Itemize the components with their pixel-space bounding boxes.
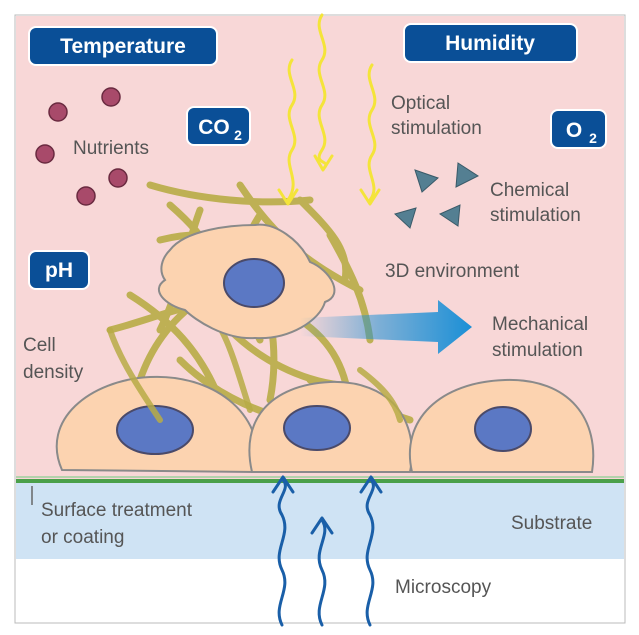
cell-bottom-middle — [248, 380, 413, 473]
label-chemical-line1: Chemical — [490, 180, 569, 201]
label-cell-density-line1: Cell — [23, 335, 56, 356]
badge-o2-subscript: 2 — [589, 130, 597, 146]
badge-temperature: Temperature — [28, 26, 218, 66]
mechanical-arrow — [300, 300, 472, 354]
label-optical-line2: stimulation — [391, 118, 482, 139]
microscopy-waves — [271, 475, 383, 627]
label-optical-line1: Optical — [391, 93, 450, 114]
badge-ph-label: pH — [45, 259, 73, 282]
nucleus — [223, 258, 285, 308]
nutrients-particles — [35, 87, 128, 206]
cell-bottom-right — [408, 378, 595, 473]
label-surface-line2: or coating — [41, 527, 124, 548]
nucleus — [474, 406, 532, 452]
badge-humidity-label: Humidity — [445, 32, 535, 55]
optical-waves — [277, 13, 381, 206]
label-mechanical-line1: Mechanical — [492, 314, 588, 335]
label-chemical-line2: stimulation — [490, 205, 581, 226]
badge-temperature-label: Temperature — [60, 35, 186, 58]
label-nutrients: Nutrients — [73, 138, 149, 159]
badge-co2-subscript: 2 — [234, 127, 242, 143]
label-3d-environment: 3D environment — [385, 261, 520, 282]
label-cell-density-line2: density — [23, 362, 84, 383]
badge-co2: CO 2 — [186, 106, 251, 146]
chemical-particles — [394, 162, 480, 229]
badge-o2-main: O — [566, 119, 582, 142]
label-microscopy: Microscopy — [395, 577, 492, 598]
badge-humidity: Humidity — [403, 23, 578, 63]
nucleus — [116, 405, 194, 455]
badge-co2-main: CO — [198, 116, 230, 139]
label-mechanical-line2: stimulation — [492, 340, 583, 361]
label-surface-line1: Surface treatment — [41, 500, 193, 521]
cell-bottom-left — [55, 375, 260, 474]
nucleus — [283, 405, 351, 451]
badge-ph: pH — [28, 250, 90, 290]
badge-o2: O 2 — [550, 109, 607, 149]
label-substrate: Substrate — [511, 513, 592, 534]
